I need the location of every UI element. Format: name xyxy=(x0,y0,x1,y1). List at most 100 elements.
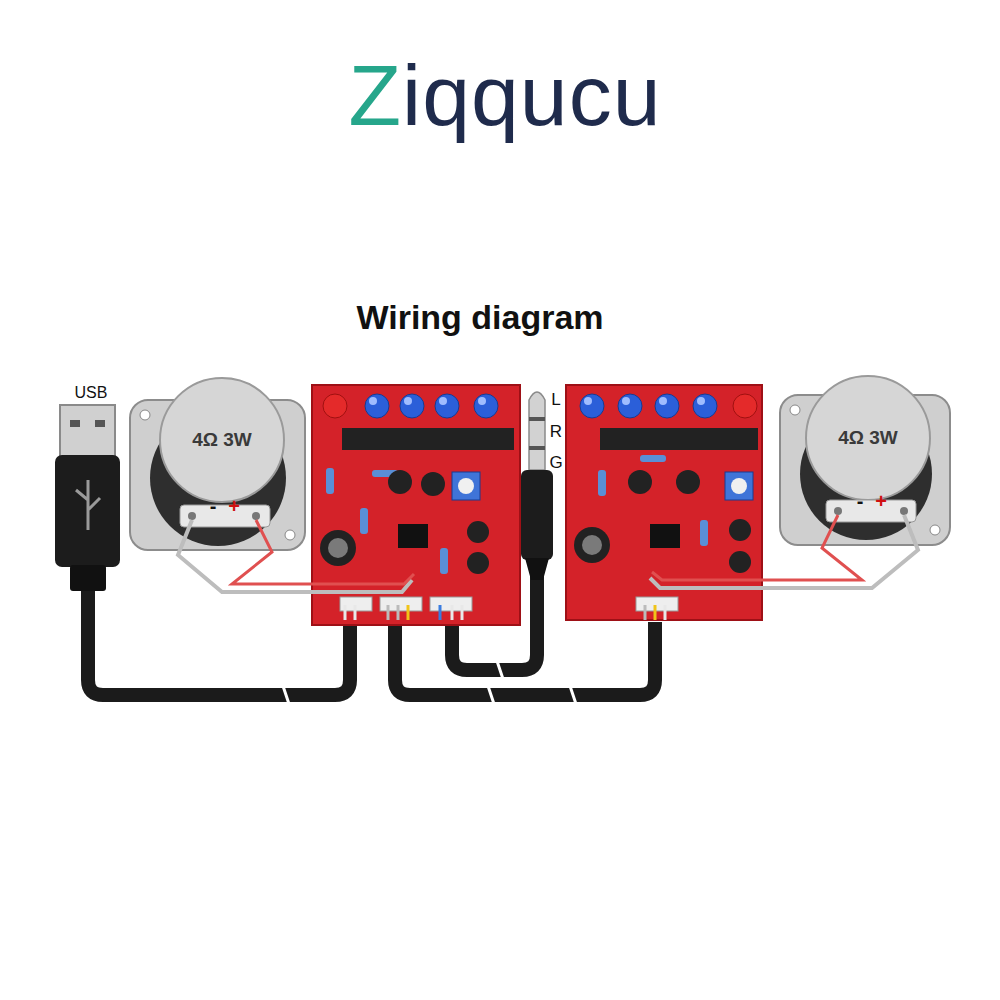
wire-yellow xyxy=(654,605,657,620)
led-blue xyxy=(580,394,604,418)
terminal-strip xyxy=(826,500,916,522)
usb-label: USB xyxy=(75,384,108,402)
header xyxy=(380,597,422,611)
speaker-magnet xyxy=(160,378,284,502)
led-blue xyxy=(365,394,389,418)
wire-red xyxy=(652,515,862,580)
led-highlight xyxy=(584,397,592,405)
jack-ring xyxy=(529,446,545,450)
resistor xyxy=(640,455,666,462)
mount-hole xyxy=(285,530,295,540)
capacitor xyxy=(467,552,489,574)
potentiometer xyxy=(452,472,480,500)
led-blue xyxy=(400,394,424,418)
resistor xyxy=(700,520,708,546)
usb-cable xyxy=(88,588,350,695)
speaker-magnet xyxy=(806,376,930,500)
led-highlight xyxy=(369,397,377,405)
wire-yellow xyxy=(407,605,410,620)
terminal xyxy=(834,507,842,515)
capacitor xyxy=(729,519,751,541)
right-speaker xyxy=(780,376,950,545)
terminal xyxy=(188,512,196,520)
wire-grey xyxy=(644,605,647,620)
potentiometer-knob xyxy=(731,478,747,494)
diagram-title: Wiring diagram xyxy=(356,298,603,337)
capacitor-top xyxy=(328,538,348,558)
cable-break xyxy=(488,686,494,704)
left-amplifier-board xyxy=(312,385,520,625)
jack-body xyxy=(521,470,553,560)
pcb xyxy=(312,385,520,625)
led-driver-chip xyxy=(342,428,514,450)
capacitor xyxy=(676,470,700,494)
usb-strain-relief xyxy=(70,565,106,591)
audio-jack xyxy=(521,392,553,580)
wire-blue xyxy=(439,605,442,620)
wire-white xyxy=(664,605,667,620)
pcb xyxy=(566,385,762,620)
resistor xyxy=(598,470,606,496)
usb-plug xyxy=(55,405,120,591)
capacitor xyxy=(467,521,489,543)
usb-body xyxy=(55,455,120,567)
speaker-rating: 4Ω 3W xyxy=(192,429,252,451)
capacitor xyxy=(421,472,445,496)
capacitor xyxy=(574,527,610,563)
polarity-minus: - xyxy=(210,495,217,518)
wire-grey xyxy=(178,520,412,592)
wire-white xyxy=(452,605,462,620)
polarity-plus: + xyxy=(875,490,887,513)
speaker-rating: 4Ω 3W xyxy=(838,427,898,449)
led-highlight xyxy=(404,397,412,405)
led-red xyxy=(733,394,757,418)
led-highlight xyxy=(697,397,705,405)
led-blue xyxy=(435,394,459,418)
mount-hole xyxy=(140,410,150,420)
wire-red xyxy=(232,520,414,584)
wire-grey xyxy=(650,515,918,588)
cable-break xyxy=(283,686,289,704)
link-cable xyxy=(395,622,655,695)
pin-label: R xyxy=(550,422,562,442)
jack-pin xyxy=(529,392,545,470)
capacitor xyxy=(628,470,652,494)
usb-symbol xyxy=(76,480,100,530)
led-highlight xyxy=(659,397,667,405)
resistor xyxy=(360,508,368,534)
jack-strain-relief xyxy=(525,558,549,580)
terminal xyxy=(900,507,908,515)
jack-ring xyxy=(529,417,545,421)
led-highlight xyxy=(478,397,486,405)
potentiometer xyxy=(725,472,753,500)
cable-break xyxy=(570,686,576,704)
wire-grey xyxy=(388,605,398,620)
terminal xyxy=(252,512,260,520)
led-driver-chip xyxy=(600,428,758,450)
led-highlight xyxy=(439,397,447,405)
led-blue xyxy=(474,394,498,418)
header xyxy=(636,597,678,611)
wire-white xyxy=(345,605,355,620)
mount-hole xyxy=(790,405,800,415)
capacitor xyxy=(388,470,412,494)
led-highlight xyxy=(622,397,630,405)
capacitor xyxy=(729,551,751,573)
usb-slot xyxy=(70,420,80,427)
potentiometer-knob xyxy=(458,478,474,494)
resistor xyxy=(326,468,334,494)
pin-label: G xyxy=(549,453,562,473)
led-blue xyxy=(693,394,717,418)
led-red xyxy=(323,394,347,418)
pin-label: L xyxy=(551,390,560,410)
mount-hole xyxy=(930,525,940,535)
cable-break xyxy=(497,661,503,679)
capacitor xyxy=(320,530,356,566)
brand-logo: Ziqqucu xyxy=(349,46,662,145)
left-speaker xyxy=(130,378,305,550)
capacitor-top xyxy=(582,535,602,555)
usb-slot xyxy=(95,420,105,427)
right-amplifier-board xyxy=(566,385,762,620)
